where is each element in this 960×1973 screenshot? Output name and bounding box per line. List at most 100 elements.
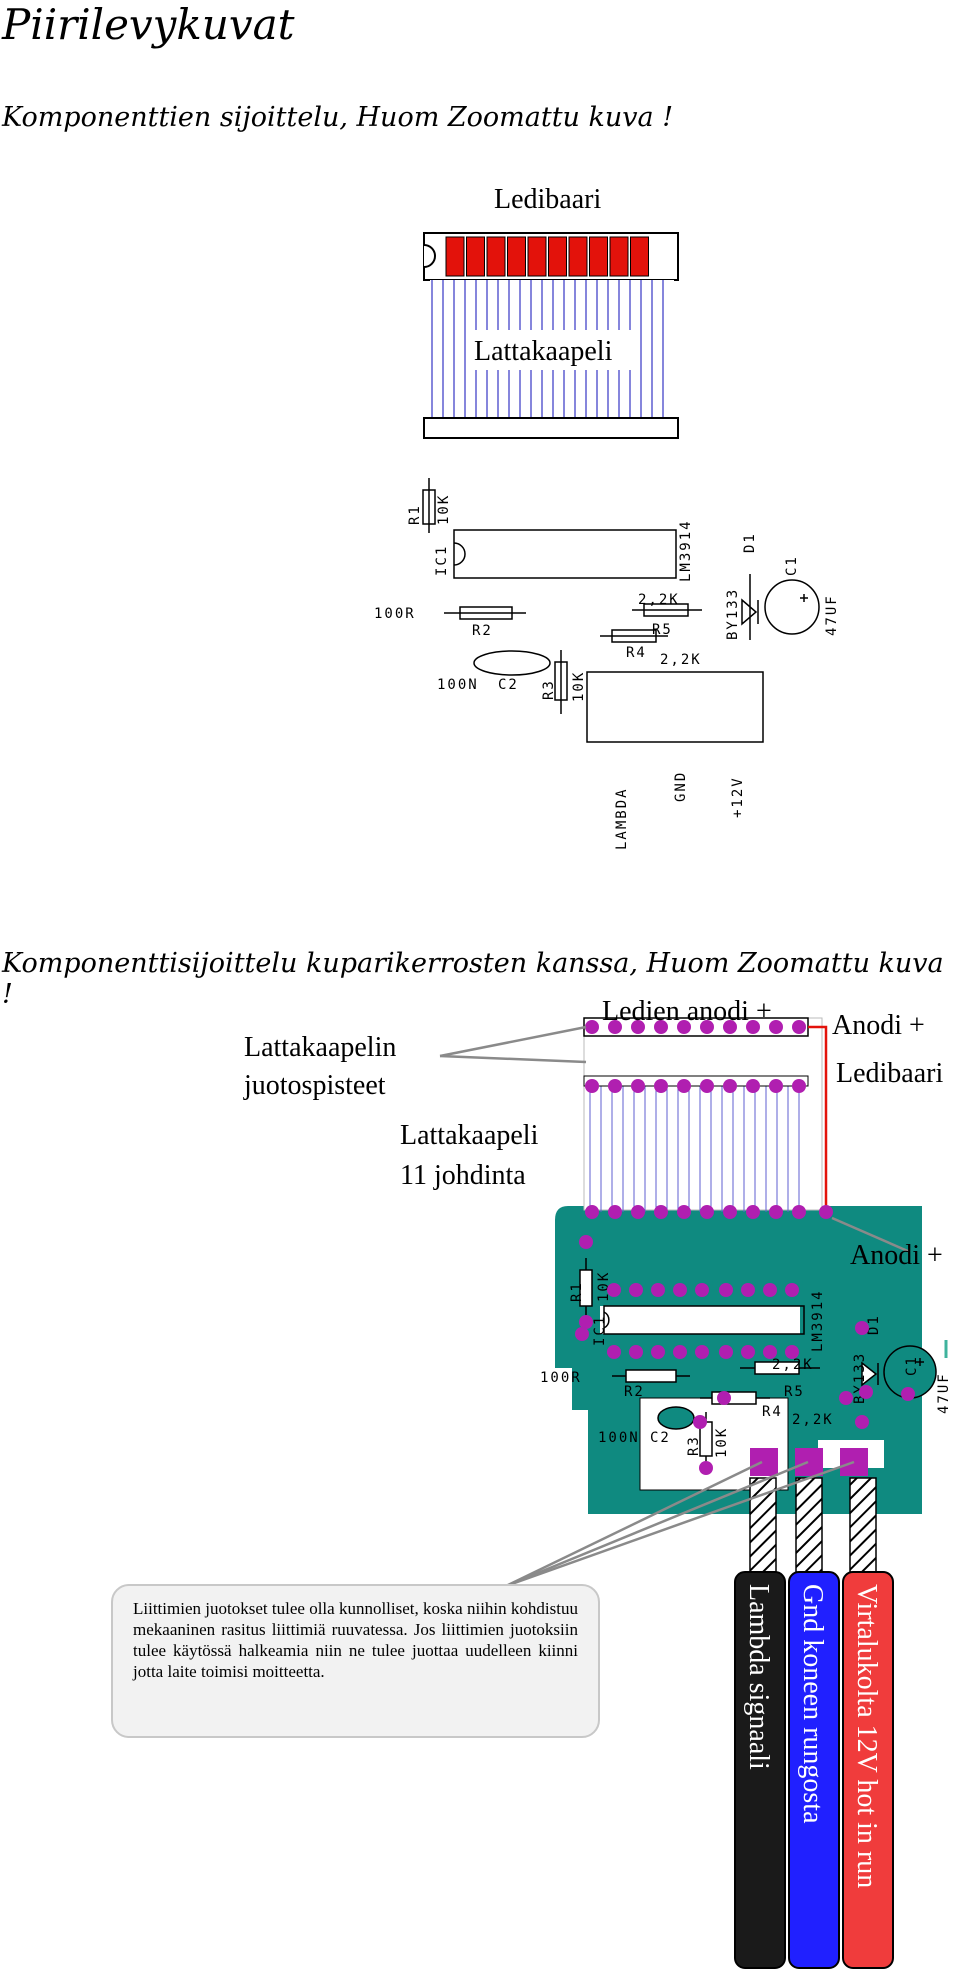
copper-pad — [608, 1205, 622, 1219]
ledibaari-label-bottom: Ledibaari — [836, 1058, 943, 1089]
component-layout — [422, 478, 820, 743]
led-segment — [630, 236, 649, 277]
r1-label: R1 — [407, 504, 423, 525]
copper-pad — [723, 1205, 737, 1219]
cable-gnd-label: Gnd koneen rungosta — [797, 1584, 828, 1824]
r4-label-bottom: R4 — [762, 1404, 783, 1420]
copper-via — [763, 1283, 777, 1297]
lattakaapeli-label-bottom-2: 11 johdinta — [400, 1160, 526, 1191]
copper-pad — [585, 1079, 599, 1093]
led-segment — [589, 236, 608, 277]
copper-pad — [700, 1205, 714, 1219]
copper-via — [575, 1327, 589, 1341]
r1-value: 10K — [436, 494, 452, 525]
anodi-label-1: Anodi + — [832, 1010, 925, 1041]
cable-lambda — [734, 1571, 786, 1969]
anodi-label-2: Anodi + — [850, 1240, 943, 1271]
c1-label: C1 — [784, 555, 800, 576]
r5-label-bottom: R5 — [784, 1384, 805, 1400]
copper-via — [695, 1345, 709, 1359]
r2-value: 100R — [374, 606, 416, 622]
copper-pad — [677, 1079, 691, 1093]
lambda-label: LAMBDA — [614, 787, 630, 850]
led-segment — [445, 236, 465, 277]
copper-pad — [677, 1020, 691, 1034]
c2-value-bottom: 100N — [598, 1430, 640, 1446]
copper-pad — [769, 1020, 783, 1034]
lm3914-label-bottom: LM3914 — [810, 1289, 826, 1352]
r3-value-bottom: 10K — [714, 1427, 730, 1458]
cable-power-label: Virtalukolta 12V hot in run — [851, 1584, 882, 1888]
r3-label: R3 — [541, 679, 557, 700]
copper-via — [579, 1315, 593, 1329]
component-labels: R1 10K IC1 LM3914 D1 C1 47UF BY133 2,2K … — [374, 494, 840, 850]
copper-pad — [585, 1205, 599, 1219]
page-title: Piirilevykuvat — [2, 0, 295, 49]
copper-via — [839, 1391, 853, 1405]
r2-label-bottom: R2 — [624, 1384, 645, 1400]
c1-value: 47UF — [824, 594, 840, 636]
copper-via — [785, 1283, 799, 1297]
copper-pad — [631, 1020, 645, 1034]
r4-label: R4 — [626, 645, 647, 661]
copper-via — [859, 1385, 873, 1399]
cable-gnd — [788, 1571, 840, 1969]
copper-via — [855, 1415, 869, 1429]
ledibaari-label: Ledibaari — [494, 184, 601, 215]
lattakaapeli-label-bottom-1: Lattakaapeli — [400, 1120, 539, 1151]
juotospisteet-label-1: Lattakaapelin — [244, 1032, 396, 1063]
copper-pad — [585, 1020, 599, 1034]
copper-pad — [608, 1079, 622, 1093]
copper-via — [629, 1345, 643, 1359]
callout-lines — [439, 1025, 911, 1588]
r5-value-bottom: 2,2K — [772, 1357, 814, 1373]
copper-pad — [746, 1205, 760, 1219]
bottom-components — [579, 1258, 948, 1466]
copper-pad — [746, 1020, 760, 1034]
copper-pad — [608, 1020, 622, 1034]
copper-pad — [700, 1020, 714, 1034]
copper-pad — [769, 1079, 783, 1093]
section-title-placement: Komponenttien sijoittelu, Huom Zoomattu … — [2, 102, 674, 133]
copper-pad — [769, 1205, 783, 1219]
copper-via — [607, 1283, 621, 1297]
copper-pad — [723, 1020, 737, 1034]
r4-value: 2,2K — [660, 652, 702, 668]
gnd-label: GND — [673, 771, 689, 802]
copper-via — [717, 1391, 731, 1405]
ic1-label: IC1 — [434, 545, 450, 576]
copper-pad — [654, 1020, 668, 1034]
c2-value: 100N — [437, 677, 479, 693]
copper-via — [901, 1387, 915, 1401]
led-segment — [609, 236, 629, 277]
section-title-copper: Komponenttisijoittelu kuparikerrosten ka… — [2, 948, 944, 1010]
r5-value: 2,2K — [638, 592, 680, 608]
r1-value-bottom: 10K — [596, 1271, 612, 1302]
led-segment — [486, 236, 506, 277]
r4-value-bottom: 2,2K — [792, 1412, 834, 1428]
copper-via — [719, 1345, 733, 1359]
led-segment — [507, 236, 526, 277]
plus12v-label: +12V — [730, 776, 746, 818]
c1-value-bottom: 47UF — [936, 1372, 952, 1414]
lattakaapeli-label: Lattakaapeli — [474, 336, 613, 367]
copper-via — [673, 1283, 687, 1297]
copper-via — [741, 1283, 755, 1297]
r2-value-bottom: 100R — [540, 1370, 582, 1386]
led-bar — [423, 232, 679, 281]
led-segment — [527, 236, 547, 277]
c1-label-bottom: C1 — [904, 1355, 920, 1376]
copper-pad — [654, 1079, 668, 1093]
copper-via — [651, 1283, 665, 1297]
d1-label: D1 — [742, 532, 758, 553]
copper-via — [785, 1345, 799, 1359]
cable-stub-power — [849, 1477, 877, 1573]
solder-note: Liittimien juotokset tulee olla kunnolli… — [111, 1584, 600, 1738]
copper-via — [693, 1415, 707, 1429]
led-segment — [466, 236, 485, 277]
copper-via — [695, 1283, 709, 1297]
lm3914-label: LM3914 — [678, 519, 694, 582]
cable-stub-gnd — [795, 1477, 823, 1573]
r3-value: 10K — [571, 671, 587, 702]
